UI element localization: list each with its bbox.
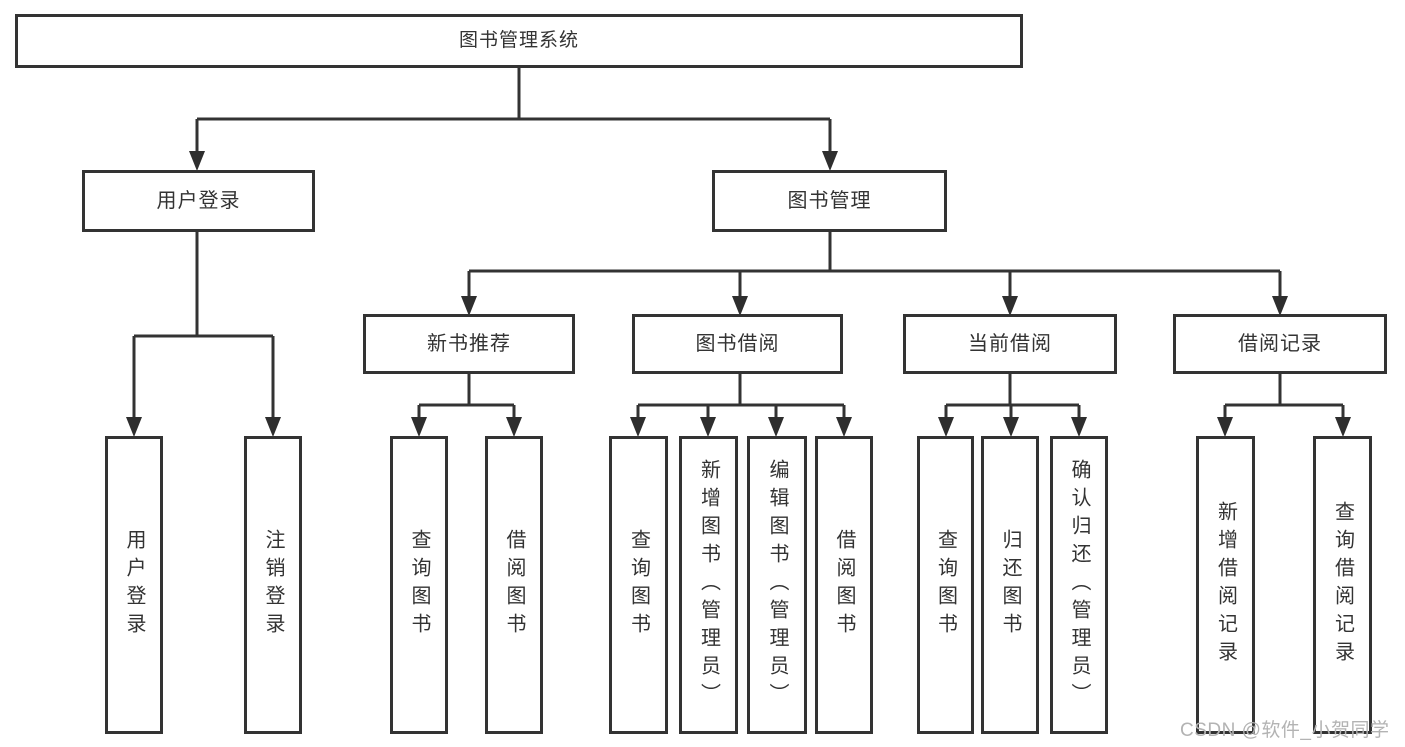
leaf-return-books: 归还图书: [981, 436, 1039, 734]
node-current-borrowing: 当前借阅: [903, 314, 1117, 374]
connector-new-book-rec-to-leaves: [417, 374, 516, 419]
connector-current-borrowing-to-leaves: [944, 374, 1081, 419]
node-library-management-system: 图书管理系统: [15, 14, 1023, 68]
connector-borrowing-records-to-leaves: [1223, 374, 1345, 419]
node-book-management: 图书管理: [712, 170, 947, 232]
connector-book-borrowing-to-leaves: [636, 374, 846, 419]
node-borrowing-records: 借阅记录: [1173, 314, 1387, 374]
connector-book-management-to-level2: [467, 232, 1282, 298]
leaf-add-borrow-record: 新增借阅记录: [1196, 436, 1255, 734]
leaf-user-login: 用户登录: [105, 436, 163, 734]
leaf-logout: 注销登录: [244, 436, 302, 734]
leaf-query-books-2: 查询图书: [609, 436, 668, 734]
leaf-add-book-admin: 新增图书（管理员）: [679, 436, 738, 734]
leaf-borrow-books-2: 借阅图书: [815, 436, 873, 734]
arrowheads: [126, 151, 1351, 437]
leaf-query-books-1: 查询图书: [390, 436, 448, 734]
connector-root-to-level1: [195, 68, 832, 153]
leaf-edit-book-admin: 编辑图书（管理员）: [747, 436, 807, 734]
node-book-borrowing: 图书借阅: [632, 314, 843, 374]
connector-user-login-to-leaves: [132, 232, 275, 419]
leaf-query-borrow-record: 查询借阅记录: [1313, 436, 1372, 734]
leaf-query-books-3: 查询图书: [917, 436, 974, 734]
leaf-borrow-books-1: 借阅图书: [485, 436, 543, 734]
node-new-book-recommendation: 新书推荐: [363, 314, 575, 374]
leaf-confirm-return-admin: 确认归还（管理员）: [1050, 436, 1108, 734]
node-user-login: 用户登录: [82, 170, 315, 232]
